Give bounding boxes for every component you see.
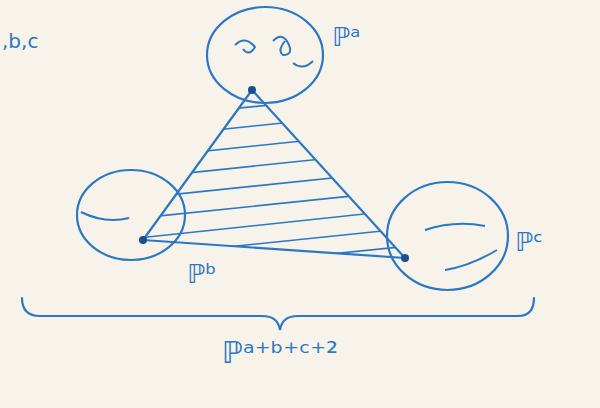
space-label: ℙᶜ xyxy=(515,228,543,257)
projective-space-ellipse: ℙᵇ xyxy=(75,168,187,262)
triangle-side xyxy=(143,240,405,258)
projective-space-ellipse: ℙᵃ xyxy=(205,5,325,105)
space-label: ℙᵃ xyxy=(332,23,360,52)
projective-space-ellipse: ℙᶜ xyxy=(385,180,510,292)
ellipse-outline xyxy=(385,180,510,292)
ambient-space-label: ℙᵃ⁺ᵇ⁺ᶜ⁺² xyxy=(222,336,338,369)
space-label: ℙᵇ xyxy=(187,260,216,289)
ellipse-outline xyxy=(205,5,325,105)
ellipse-outline xyxy=(75,168,187,262)
triangle-side xyxy=(252,90,405,258)
brace xyxy=(22,298,534,330)
triangle-side xyxy=(143,90,252,240)
parameter-note: ,b,c xyxy=(2,30,38,52)
